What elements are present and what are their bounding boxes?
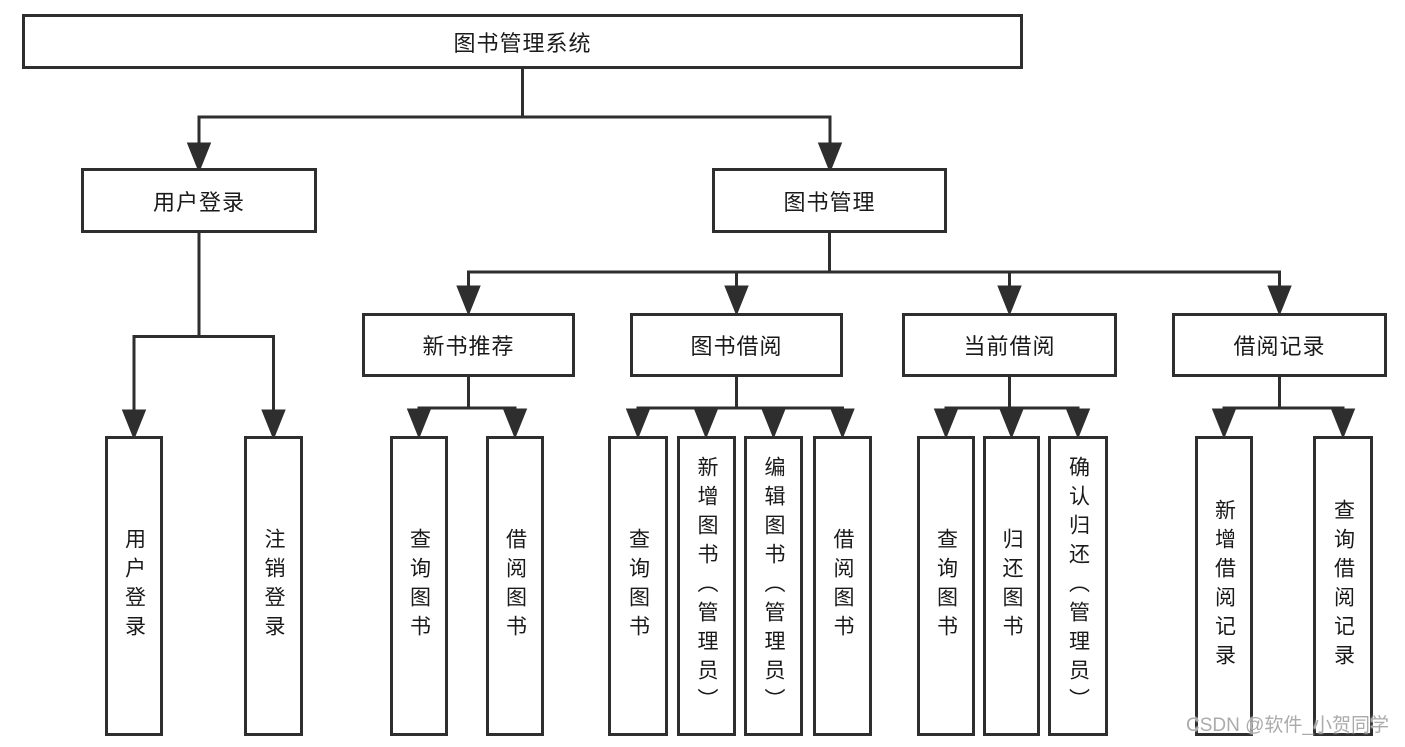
node-new-book-recommend: 新书推荐 [362, 313, 575, 377]
leaf-user-login-label: 用户登录 [122, 528, 146, 644]
leaf-current-return-books-label: 归还图书 [1000, 528, 1023, 644]
node-current-borrowing: 当前借阅 [902, 313, 1117, 377]
leaf-borrowing-borrow-books: 借阅图书 [813, 436, 872, 736]
leaf-current-return-books: 归还图书 [983, 436, 1040, 736]
leaf-records-add-borrow-record-label: 新增借阅记录 [1212, 499, 1236, 673]
leaf-records-query-borrow-record-label: 查询借阅记录 [1331, 499, 1355, 673]
leaf-newrec-query-books: 查询图书 [390, 436, 448, 736]
node-book-management: 图书管理 [712, 168, 947, 233]
leaf-user-login: 用户登录 [105, 436, 163, 736]
node-library-system-label: 图书管理系统 [453, 30, 592, 56]
node-book-borrowing: 图书借阅 [630, 313, 843, 377]
node-user-login-label: 用户登录 [152, 189, 245, 215]
node-current-borrowing-label: 当前借阅 [963, 334, 1056, 359]
leaf-borrowing-query-books-label: 查询图书 [626, 528, 650, 644]
node-borrow-records: 借阅记录 [1172, 313, 1387, 377]
leaf-records-add-borrow-record: 新增借阅记录 [1195, 436, 1253, 736]
leaf-borrowing-edit-books-admin-label: 编辑图书（管理员） [762, 455, 785, 717]
leaf-current-confirm-return-admin: 确认归还（管理员） [1048, 436, 1108, 736]
leaf-borrowing-query-books: 查询图书 [608, 436, 668, 736]
node-library-system: 图书管理系统 [22, 14, 1023, 69]
leaf-borrowing-borrow-books-label: 借阅图书 [831, 528, 854, 644]
leaf-current-query-books: 查询图书 [917, 436, 975, 736]
leaf-logout-login-label: 注销登录 [262, 528, 285, 644]
leaf-borrowing-edit-books-admin: 编辑图书（管理员） [744, 436, 803, 736]
csdn-watermark: CSDN @软件_小贺同学 [1186, 715, 1389, 736]
node-borrow-records-label: 借阅记录 [1233, 334, 1326, 359]
leaf-newrec-borrow-books-label: 借阅图书 [503, 528, 527, 644]
leaf-borrowing-add-books-admin: 新增图书（管理员） [677, 436, 736, 736]
leaf-current-query-books-label: 查询图书 [934, 528, 958, 644]
leaf-newrec-query-books-label: 查询图书 [407, 528, 431, 644]
leaf-current-confirm-return-admin-label: 确认归还（管理员） [1066, 455, 1090, 717]
leaf-newrec-borrow-books: 借阅图书 [486, 436, 544, 736]
leaf-records-query-borrow-record: 查询借阅记录 [1313, 436, 1373, 736]
node-user-login: 用户登录 [81, 168, 317, 233]
node-book-borrowing-label: 图书借阅 [690, 334, 783, 359]
leaf-logout-login: 注销登录 [244, 436, 303, 736]
node-new-book-recommend-label: 新书推荐 [422, 334, 515, 359]
leaf-borrowing-add-books-admin-label: 新增图书（管理员） [695, 455, 718, 717]
node-book-management-label: 图书管理 [783, 189, 876, 215]
